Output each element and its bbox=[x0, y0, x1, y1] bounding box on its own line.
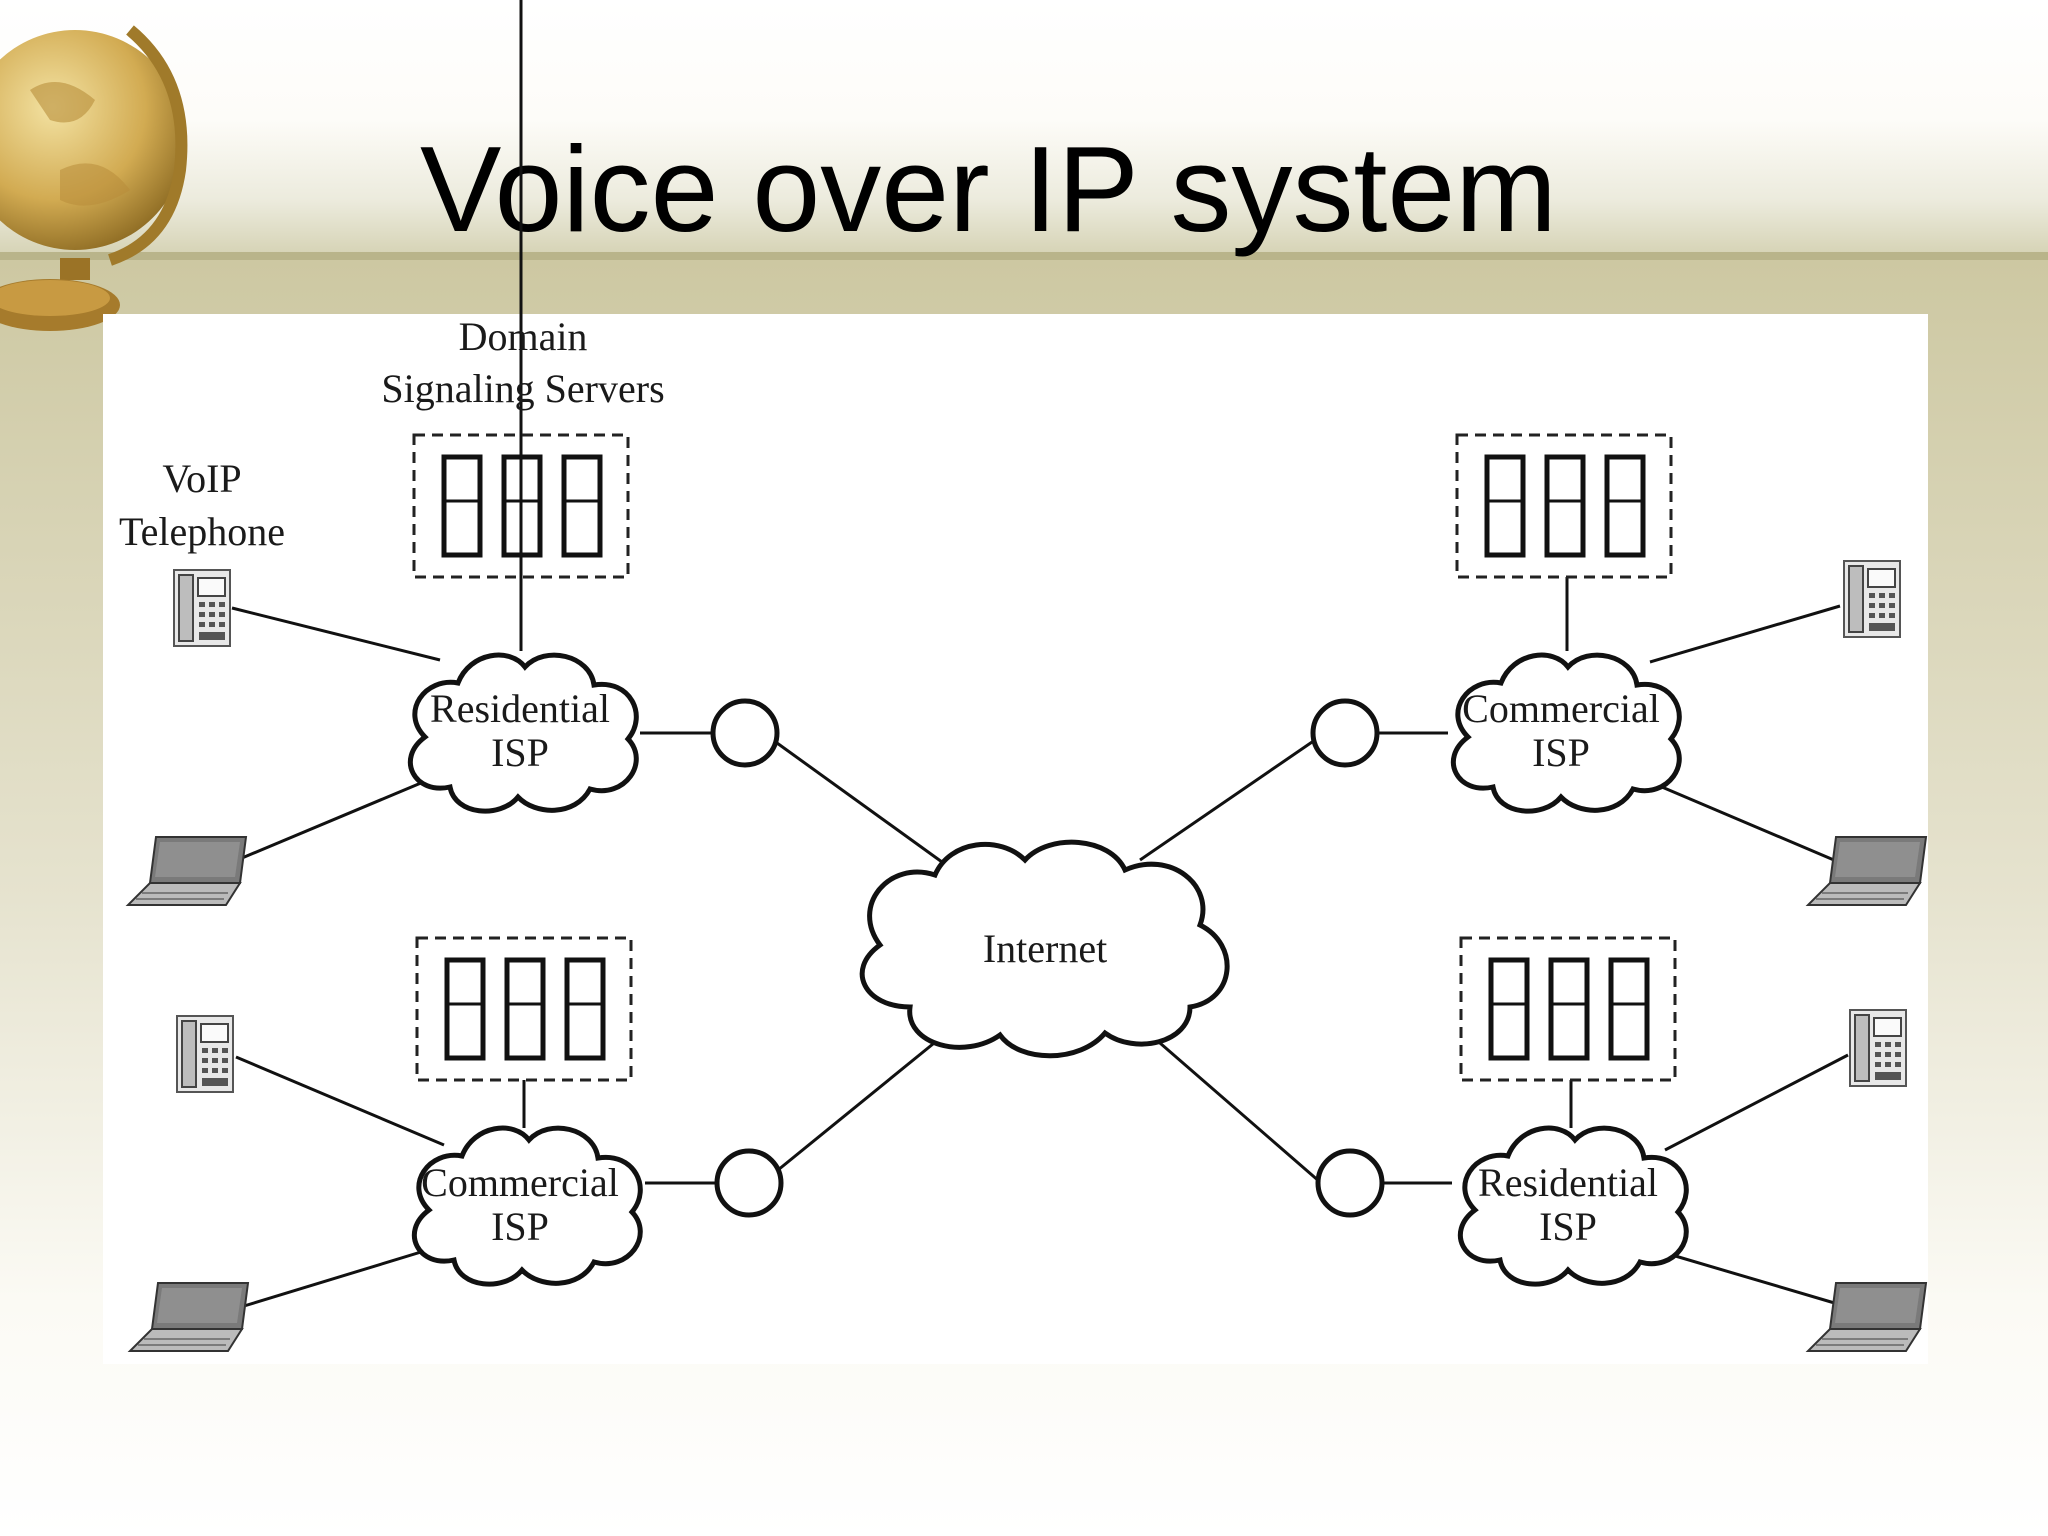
laptop-icon-top-right bbox=[1807, 836, 1927, 906]
cloud-label-internet: Internet bbox=[983, 926, 1107, 971]
laptop-icon-top-left bbox=[127, 836, 247, 906]
cloud-label-top-left-line1: Residential bbox=[430, 686, 610, 731]
cloud-label-bottom-left-line1: Commercial bbox=[421, 1160, 619, 1205]
label-voip: VoIP bbox=[162, 456, 241, 501]
voip-phone-icon-bottom-right bbox=[1849, 1009, 1907, 1087]
voip-phone-icon-top-right bbox=[1843, 560, 1901, 638]
signaling-servers-bottom-left bbox=[417, 938, 631, 1080]
cloud-label-top-right-line1: Commercial bbox=[1462, 686, 1660, 731]
cloud-label-top-left-line2: ISP bbox=[491, 730, 549, 775]
cloud-label-top-right-line2: ISP bbox=[1532, 730, 1590, 775]
router-node-top-right bbox=[1310, 698, 1380, 768]
router-node-bottom-right bbox=[1315, 1148, 1385, 1218]
cloud-label-bottom-right-line1: Residential bbox=[1478, 1160, 1658, 1205]
header-band bbox=[0, 0, 2048, 258]
laptop-icon-bottom-left bbox=[129, 1282, 249, 1352]
router-node-top-left bbox=[710, 698, 780, 768]
globe-icon bbox=[0, 25, 188, 331]
connection-lines bbox=[231, 0, 1849, 1309]
label-telephone: Telephone bbox=[119, 509, 285, 554]
label-signaling-servers: Signaling Servers bbox=[381, 366, 664, 411]
slide-title: Voice over IP system bbox=[420, 121, 1557, 257]
voip-phone-icon-bottom-left bbox=[176, 1015, 234, 1093]
cloud-label-bottom-left-line2: ISP bbox=[491, 1204, 549, 1249]
cloud-label-bottom-right-line2: ISP bbox=[1539, 1204, 1597, 1249]
signaling-servers-top-right bbox=[1457, 435, 1671, 577]
label-domain: Domain bbox=[459, 314, 588, 359]
laptop-icon-bottom-right bbox=[1807, 1282, 1927, 1352]
router-node-bottom-left bbox=[714, 1148, 784, 1218]
signaling-servers-bottom-right bbox=[1461, 938, 1675, 1080]
header-rule bbox=[0, 252, 2048, 260]
voip-phone-icon-top-left bbox=[173, 569, 231, 647]
